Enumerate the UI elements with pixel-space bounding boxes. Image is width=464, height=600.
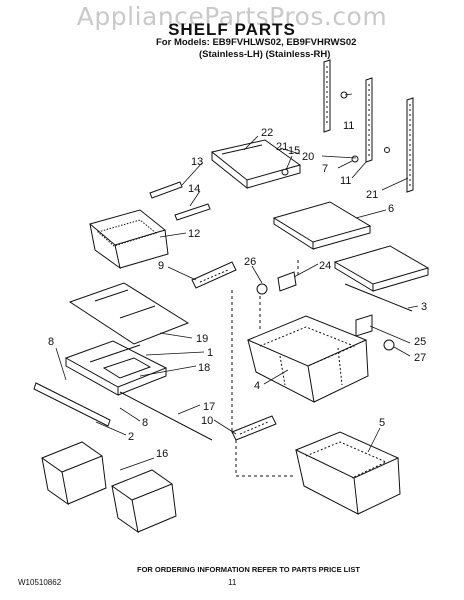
callout-label: 8 [142, 417, 148, 429]
model-variants: (Stainless-LH) (Stainless-RH) [199, 49, 331, 60]
callout-label: 17 [203, 401, 215, 413]
callout-label: 10 [201, 415, 213, 427]
callout-label: 27 [414, 352, 426, 364]
callout-label: 15 [288, 145, 300, 157]
page-title: SHELF PARTS [168, 20, 296, 39]
callout-label: 22 [261, 127, 273, 139]
bin-part [40, 441, 177, 534]
callout-label: 4 [254, 380, 260, 392]
callout-label: 21 [366, 189, 378, 201]
callout-label: 1 [207, 347, 213, 359]
callout-label: 5 [379, 417, 385, 429]
shelf-rail-part [323, 59, 414, 193]
glass-shelf-part [68, 282, 190, 345]
callout-label: 14 [188, 183, 200, 195]
callout-label: 25 [414, 336, 426, 348]
basket-part [246, 315, 369, 403]
callout-label: 11 [340, 175, 351, 187]
model-list: For Models: EB9FVHLWS02, EB9FVHRWS02 [156, 37, 357, 48]
callout-label: 16 [156, 448, 168, 460]
document-number: W10510862 [18, 578, 62, 587]
callout-label: 3 [421, 301, 427, 313]
drawer-part [88, 209, 169, 270]
watermark: AppliancePartsPros.com [76, 2, 388, 31]
callout-label: 24 [319, 260, 331, 272]
callout-label: 26 [244, 256, 256, 268]
callout-label: 19 [196, 333, 208, 345]
callout-label: 11 [343, 120, 354, 132]
shelf-part [210, 139, 302, 190]
callout-labels: 22 21 15 11 20 7 11 21 13 14 12 6 9 26 2… [48, 120, 427, 460]
crisper-frame-part [64, 340, 168, 396]
ordering-note: FOR ORDERING INFORMATION REFER TO PARTS … [137, 565, 360, 574]
callout-label: 7 [322, 163, 328, 175]
shelf-part [272, 201, 430, 292]
callout-label: 13 [191, 156, 203, 168]
callout-label: 6 [388, 203, 394, 215]
callout-label: 2 [128, 431, 134, 443]
callout-label: 21 [276, 141, 288, 153]
page-number: 11 [228, 578, 237, 587]
callout-label: 20 [302, 151, 314, 163]
callout-label: 18 [198, 362, 210, 374]
basket-part [294, 431, 401, 515]
callout-label: 8 [48, 336, 54, 348]
callout-label: 9 [158, 260, 164, 272]
callout-label: 12 [188, 228, 200, 240]
